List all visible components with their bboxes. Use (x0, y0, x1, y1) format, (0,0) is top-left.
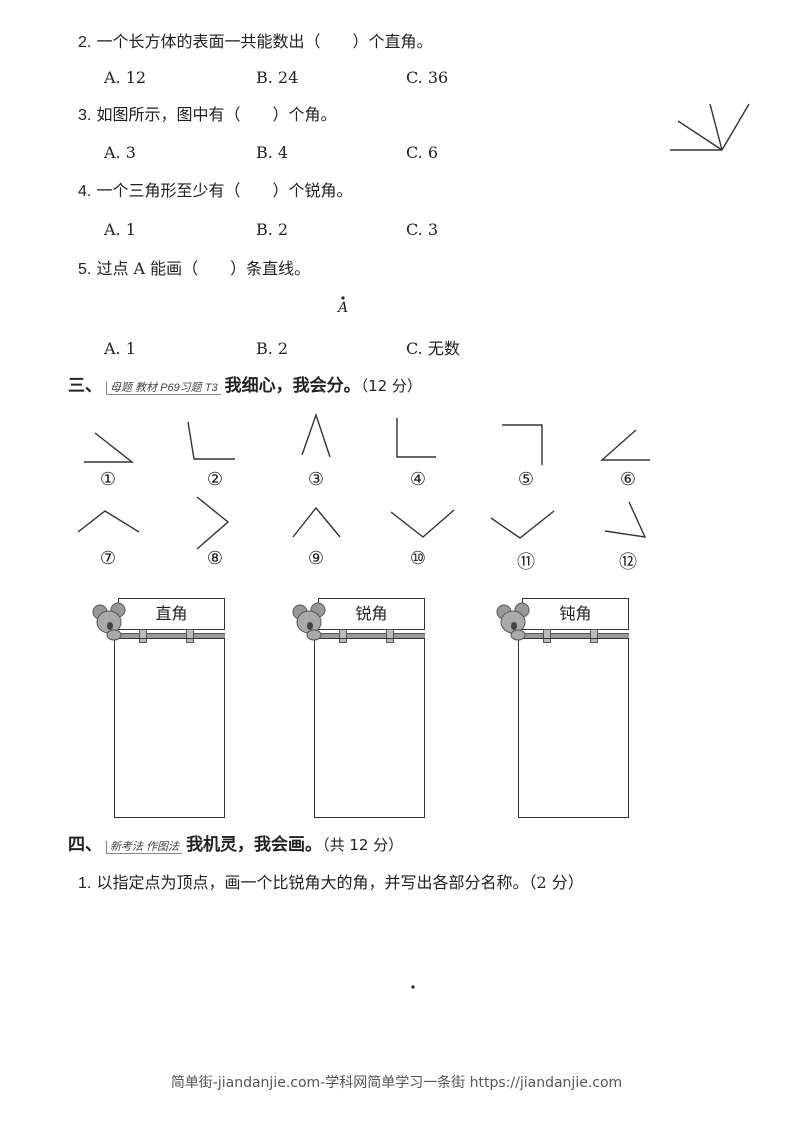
question-2: 2. 一个长方体的表面一共能数出（ ）个直角。 (78, 32, 432, 53)
figure-label: ⑫ (619, 552, 637, 573)
question-text: 如图所示，图中有（ ）个角。 (96, 105, 337, 124)
figure-label: ② (206, 469, 224, 490)
section-4-heading: 四、新考法 作图法我机灵，我会画。（共 12 分） (68, 835, 403, 857)
question-4: 4. 一个三角形至少有（ ）个锐角。 (78, 181, 352, 202)
option-b: B. 2 (256, 220, 289, 239)
source-tag: 新考法 作图法 (106, 841, 183, 854)
option-a: A. 3 (104, 143, 136, 162)
clip (186, 629, 194, 643)
clip (590, 629, 598, 643)
option-b: B. 24 (256, 68, 299, 87)
question-number: 5. (78, 261, 92, 278)
section-number: 三、 (68, 376, 102, 396)
figure-label: ⑧ (206, 548, 224, 569)
question-5: 5. 过点 A 能画（ ）条直线。 (78, 259, 310, 280)
figure-label: ① (99, 469, 117, 490)
section-title: 我机灵，我会画。 (186, 835, 323, 855)
option-a: A. 12 (104, 68, 147, 87)
clip (139, 629, 147, 643)
question-text: 一个三角形至少有（ ）个锐角。 (96, 181, 353, 200)
angle-figure-2 (187, 421, 235, 460)
angle-figure-8 (196, 496, 230, 550)
angle-figure-1 (84, 432, 135, 463)
koala-icon (292, 602, 326, 641)
figure-label: ⑦ (99, 548, 117, 569)
angle-figure-10 (390, 509, 455, 538)
section-score: （12 分） (360, 377, 422, 395)
angle-figure-3 (301, 412, 331, 458)
point-a-dot (341, 296, 345, 300)
clip (543, 629, 551, 643)
footer-watermark: 简单街-jiandanjie.com-学科网简单学习一条街 https://ji… (170, 1075, 623, 1091)
angle-figure-5 (502, 424, 543, 465)
section-score: （共 12 分） (322, 836, 404, 854)
board-title: 锐角 (318, 598, 425, 630)
question-text: 以指定点为顶点，画一个比锐角大的角，并写出各部分名称。（2 分） (96, 873, 584, 892)
figure-label: ④ (409, 469, 427, 490)
angle-figure-9 (292, 506, 341, 538)
source-tag: 母题 教材 P69习题 T3 (106, 382, 221, 395)
section-title: 我细心，我会分。 (224, 376, 361, 396)
figure-label: ⑥ (619, 469, 637, 490)
option-a: A. 1 (104, 220, 136, 239)
clip (386, 629, 394, 643)
option-b: B. 4 (256, 143, 289, 162)
angle-figure-4 (396, 418, 436, 458)
option-c: C. 3 (406, 220, 439, 239)
figure-label: ⑤ (517, 469, 535, 490)
answer-area[interactable] (114, 638, 225, 818)
option-b: B. 2 (256, 339, 289, 358)
section-4-question-1: 1. 以指定点为顶点，画一个比锐角大的角，并写出各部分名称。（2 分） (78, 873, 584, 894)
q3-angle-fan-figure (670, 103, 750, 151)
angle-figure-12 (604, 501, 647, 538)
figure-label: ⑨ (307, 548, 325, 569)
vertex-point-dot (411, 985, 415, 989)
angle-figure-7 (77, 510, 140, 533)
question-number: 4. (78, 183, 92, 200)
angle-figure-6 (600, 429, 650, 461)
answer-area[interactable] (518, 638, 629, 818)
question-number: 2. (78, 34, 92, 51)
section-number: 四、 (68, 835, 102, 855)
option-c: C. 6 (406, 143, 439, 162)
figure-label: ⑪ (517, 552, 535, 573)
board-title: 钝角 (522, 598, 629, 630)
question-3: 3. 如图所示，图中有（ ）个角。 (78, 105, 336, 126)
clip (339, 629, 347, 643)
option-c: C. 36 (406, 68, 449, 87)
koala-icon (92, 602, 126, 641)
question-number: 1. (78, 875, 92, 892)
question-text: 过点 A 能画（ ）条直线。 (96, 259, 311, 278)
answer-area[interactable] (314, 638, 425, 818)
board-title: 直角 (118, 598, 225, 630)
question-text: 一个长方体的表面一共能数出（ ）个直角。 (96, 32, 433, 51)
point-a-label: A (338, 300, 349, 316)
koala-icon (496, 602, 530, 641)
angle-figure-11 (490, 510, 555, 539)
question-number: 3. (78, 107, 92, 124)
figure-label: ③ (307, 469, 325, 490)
option-a: A. 1 (104, 339, 136, 358)
figure-label: ⑩ (409, 548, 427, 569)
option-c: C. 无数 (406, 339, 460, 358)
